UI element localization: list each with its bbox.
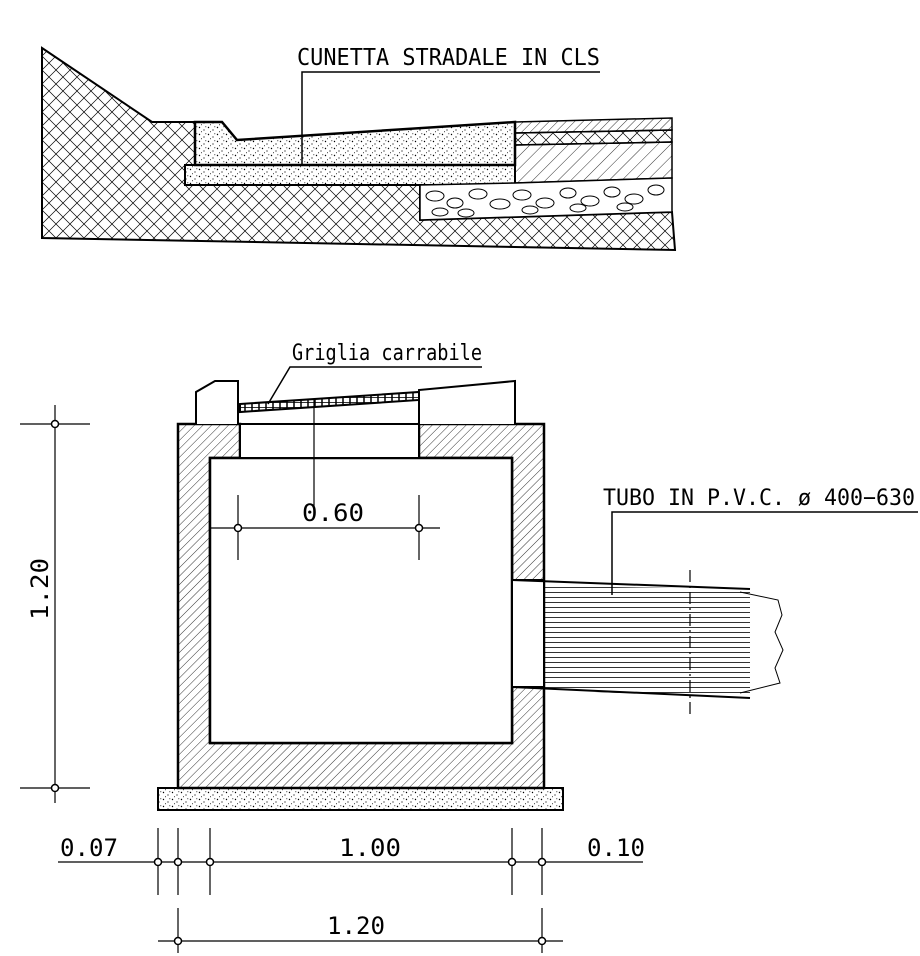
- gutter-concrete: [193, 120, 517, 167]
- dim-node: [414, 523, 424, 533]
- grating-leader-line: [267, 366, 482, 405]
- grating-label: Griglia carrabile: [292, 341, 482, 366]
- pipe-label: TUBO IN P.V.C. ø 400−630: [603, 486, 915, 511]
- top-opening: [239, 423, 420, 459]
- pipe-leader-line: [611, 511, 918, 595]
- dim-node: [173, 857, 183, 867]
- dim-total-width: 1.20: [327, 912, 385, 940]
- dim-inner-width: 1.00: [339, 834, 401, 862]
- dim-node: [173, 936, 183, 946]
- dim-wall-thickness: 0.10: [587, 834, 645, 862]
- manhole-section: Griglia carrabile TUBO IN P.V.C. ø 400−6…: [20, 341, 918, 953]
- pipe-wall-opening: [511, 579, 545, 688]
- pipe-top-edge: [511, 579, 751, 590]
- dim-node: [50, 783, 60, 793]
- dim-node: [537, 936, 547, 946]
- dim-node: [153, 857, 163, 867]
- dim-node: [233, 523, 243, 533]
- dim-node: [205, 857, 215, 867]
- gutter-label: CUNETTA STRADALE IN CLS: [297, 45, 600, 71]
- dim-opening-width: 0.60: [302, 499, 364, 527]
- kerb-left: [195, 380, 239, 424]
- manhole-base-slab: [157, 787, 564, 811]
- gutter-leader-line: [301, 71, 600, 165]
- road-gravel-layer: [419, 177, 673, 221]
- dim-node: [507, 857, 517, 867]
- road-base-layer: [514, 141, 673, 184]
- dim-node: [537, 857, 547, 867]
- road-section: CUNETTA STRADALE IN CLS: [41, 45, 677, 252]
- dim-height: 1.20: [26, 558, 54, 620]
- grating-bars[interactable]: [244, 392, 414, 411]
- pipe-bottom-edge: [511, 686, 751, 699]
- dim-base-overhang: 0.07: [60, 834, 118, 862]
- top-slab-right: [418, 379, 516, 424]
- pipe-break-end: [739, 591, 784, 694]
- gravel-stones: [425, 184, 665, 218]
- gutter-base-slab: [184, 164, 516, 186]
- dim-node: [50, 419, 60, 429]
- pipe-body: [544, 586, 750, 698]
